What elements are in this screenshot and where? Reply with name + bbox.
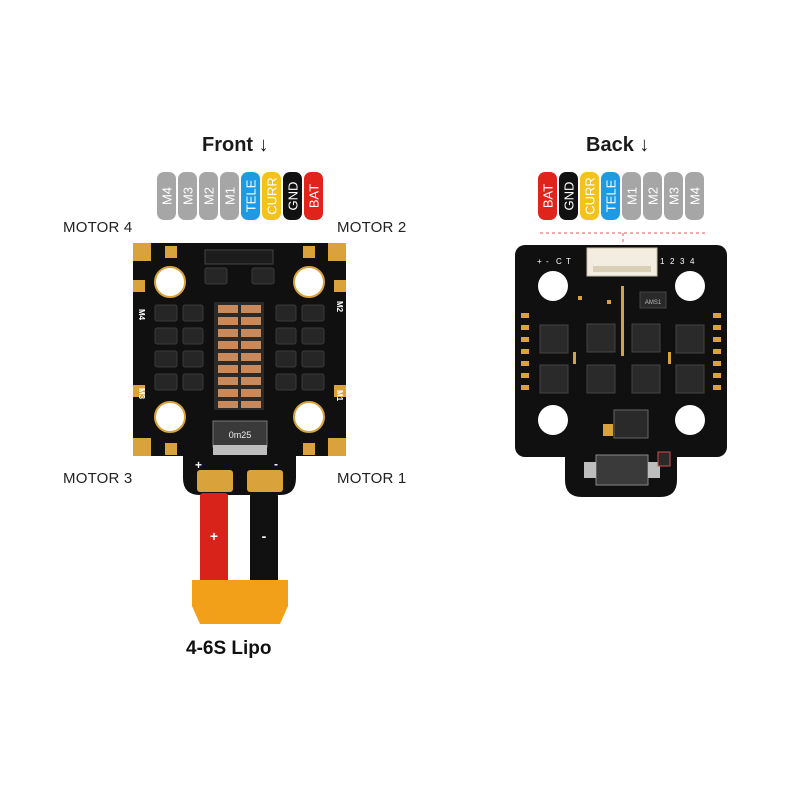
front-pin-curr: CURR bbox=[262, 172, 281, 220]
pad-label-m2: M2 bbox=[335, 301, 344, 313]
tvs-diode bbox=[595, 454, 649, 486]
back-pin-bat: BAT bbox=[538, 172, 557, 220]
front-pin-m1: M1 bbox=[220, 172, 239, 220]
pad-motor bbox=[303, 246, 315, 258]
pad-corner bbox=[328, 243, 346, 261]
board-minus-label: - bbox=[274, 457, 278, 471]
mounting-hole bbox=[675, 271, 705, 301]
mounting-hole bbox=[538, 271, 568, 301]
wire-plus-label: + bbox=[210, 528, 218, 544]
small-chip bbox=[657, 451, 671, 467]
motor-2-label: MOTOR 2 bbox=[337, 219, 407, 236]
capacitor-array bbox=[214, 302, 264, 410]
back-silk-char: - bbox=[546, 257, 549, 266]
pad-motor bbox=[133, 280, 145, 292]
front-pin-gnd: GND bbox=[283, 172, 302, 220]
regulator-chip bbox=[613, 409, 649, 439]
mosfet-group bbox=[154, 267, 325, 391]
front-title: Front ↓ bbox=[202, 134, 269, 157]
tvs-diode-lead bbox=[648, 462, 660, 478]
back-chip-label: AMS1 bbox=[645, 300, 662, 306]
back-silk-char: T bbox=[566, 257, 571, 266]
back-silk-char: C bbox=[556, 257, 562, 266]
back-title-text: Back bbox=[586, 134, 634, 156]
wire-minus-label: - bbox=[262, 528, 267, 544]
xt-connector bbox=[192, 580, 288, 624]
pad-motor bbox=[165, 246, 177, 258]
mounting-hole bbox=[675, 405, 705, 435]
mounting-hole bbox=[154, 266, 186, 298]
pad-corner bbox=[133, 243, 151, 261]
back-pin-curr: CURR bbox=[580, 172, 599, 220]
battery-plus-pad bbox=[197, 470, 233, 492]
board-plus-label: + bbox=[195, 458, 202, 472]
pad-motor bbox=[165, 443, 177, 455]
pad-motor bbox=[303, 443, 315, 455]
back-pin-gnd: GND bbox=[559, 172, 578, 220]
shunt-resistor-base bbox=[213, 445, 267, 455]
front-title-text: Front bbox=[202, 134, 254, 156]
back-arrow-icon: ↓ bbox=[639, 134, 650, 156]
pad-motor bbox=[334, 280, 346, 292]
back-side-pads bbox=[521, 313, 721, 390]
front-arrow-icon: ↓ bbox=[258, 134, 269, 156]
back-silk-char: 2 bbox=[670, 257, 675, 266]
back-chips bbox=[539, 291, 705, 394]
back-silk-char: + bbox=[537, 257, 542, 266]
back-pin-m4: M4 bbox=[685, 172, 704, 220]
back-pin-m2: M2 bbox=[643, 172, 662, 220]
shunt-resistor bbox=[212, 420, 268, 448]
pad-corner bbox=[133, 438, 151, 456]
mounting-hole bbox=[538, 405, 568, 435]
pad-motor bbox=[334, 385, 346, 397]
back-pin-m3: M3 bbox=[664, 172, 683, 220]
back-pin-m1: M1 bbox=[622, 172, 641, 220]
front-pin-m4: M4 bbox=[157, 172, 176, 220]
battery-label: 4-6S Lipo bbox=[186, 638, 272, 659]
mounting-hole bbox=[293, 266, 325, 298]
back-title: Back ↓ bbox=[586, 134, 649, 157]
battery-red-wire bbox=[200, 493, 228, 583]
tantalum-cap bbox=[603, 424, 613, 436]
front-pin-m3: M3 bbox=[178, 172, 197, 220]
battery-black-wire bbox=[250, 493, 278, 583]
tvs-diode-lead bbox=[584, 462, 596, 478]
back-pin-tele: TELE bbox=[601, 172, 620, 220]
motor-1-label: MOTOR 1 bbox=[337, 470, 407, 487]
back-silk-char: 4 bbox=[690, 257, 695, 266]
pad-label-m3: M3 bbox=[137, 388, 146, 400]
motor-4-label: MOTOR 4 bbox=[63, 219, 133, 236]
front-connector bbox=[204, 249, 274, 265]
back-connector-pins bbox=[593, 266, 651, 272]
mounting-hole bbox=[154, 401, 186, 433]
battery-minus-pad bbox=[247, 470, 283, 492]
pad-corner bbox=[328, 438, 346, 456]
pad-motor bbox=[133, 385, 145, 397]
front-pin-tele: TELE bbox=[241, 172, 260, 220]
back-silk-char: 3 bbox=[680, 257, 685, 266]
front-pin-m2: M2 bbox=[199, 172, 218, 220]
mounting-hole bbox=[293, 401, 325, 433]
shunt-label: 0m25 bbox=[229, 430, 252, 440]
back-traces bbox=[573, 286, 671, 364]
motor-3-label: MOTOR 3 bbox=[63, 470, 133, 487]
pad-label-m1: M1 bbox=[335, 390, 344, 402]
pad-label-m4: M4 bbox=[137, 309, 146, 321]
front-pin-bat: BAT bbox=[304, 172, 323, 220]
back-silk-char: 1 bbox=[660, 257, 665, 266]
